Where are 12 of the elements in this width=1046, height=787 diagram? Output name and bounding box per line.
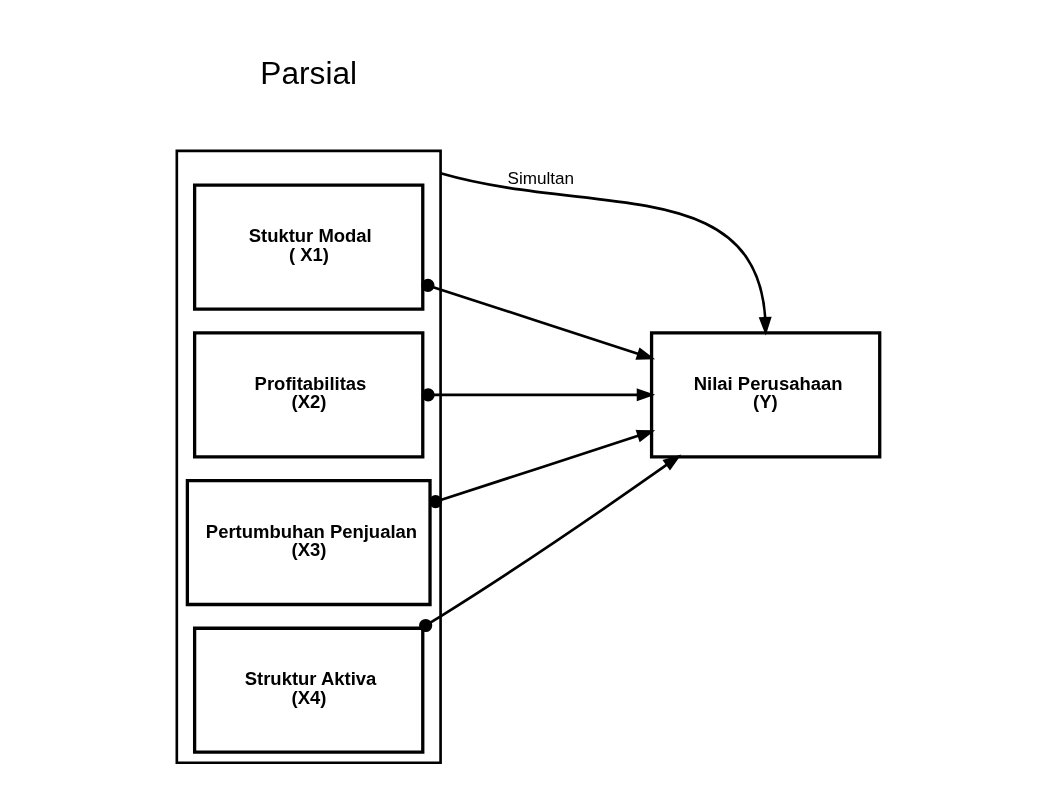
arrow xyxy=(421,278,656,360)
node-box: Profitabilitas (X2) xyxy=(193,331,425,459)
arrow xyxy=(429,429,656,509)
arrow xyxy=(440,172,772,336)
node-box: Stuktur Modal ( X1) xyxy=(193,183,425,311)
label: Parsial xyxy=(260,54,358,91)
arrow xyxy=(421,388,656,402)
node-box: Pertumbuhan Penjualan (X3) xyxy=(185,478,432,607)
node-box: Struktur Aktiva (X4) xyxy=(193,626,425,754)
edge-label: Simultan xyxy=(507,168,575,189)
node-box: Nilai Perusahaan (Y) xyxy=(649,331,882,459)
arrow xyxy=(419,454,682,633)
